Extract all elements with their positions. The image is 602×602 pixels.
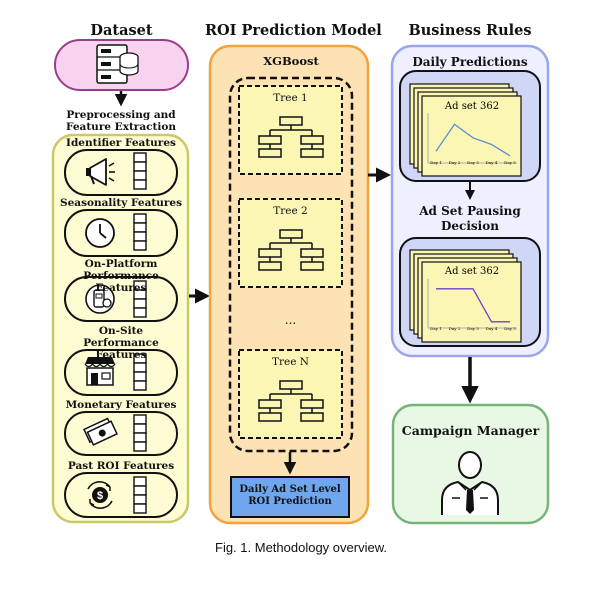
daily-predictions-label: Daily Predictions (412, 55, 528, 69)
prediction-chart-title: Ad set 362 (444, 101, 499, 112)
monetary-features-label: Monetary Features (65, 399, 177, 411)
tree-n-label: Tree N (272, 356, 309, 368)
day-tick-label: Day 1 (430, 160, 442, 165)
pausing-chart-title: Ad set 362 (444, 266, 499, 277)
banknotes-icon (82, 417, 118, 446)
day-tick-label: Day 3 (467, 160, 479, 165)
day-tick-label: Day 4 (486, 326, 498, 331)
dataset-header: Dataset (90, 22, 153, 39)
identifier-features-label: Identifier Features (66, 137, 176, 149)
business-header: Business Rules (408, 22, 532, 39)
feature-card-seasonality (64, 209, 178, 257)
feature-card-monetary (64, 411, 178, 456)
day-tick-label: Day 3 (467, 326, 479, 331)
roi-prediction-output-box (230, 476, 350, 518)
storefront-icon (84, 357, 116, 386)
tree-2-label: Tree 2 (273, 205, 308, 217)
day-tick-label: Day 2 (449, 160, 461, 165)
prediction-line-chart: Ad set 362 Day 1 Day 2 Day 3 Day 4 Day 5 (421, 95, 522, 177)
database-server-icon (96, 44, 139, 84)
day-tick-label: Day 2 (449, 326, 461, 331)
trees-ellipsis: ... (284, 313, 297, 327)
campaign-manager-label: Campaign Manager (401, 423, 540, 438)
xgboost-label: XGBoost (263, 54, 319, 68)
clock-icon (85, 218, 115, 248)
roi-prediction-output-label: Daily Ad Set Level ROI Prediction (239, 484, 341, 507)
feature-card-identifier (64, 149, 178, 196)
dollar-cycle-icon: $ (87, 481, 113, 509)
feature-vector-icon (133, 280, 147, 318)
pausing-series-line (436, 288, 510, 323)
feature-vector-icon (133, 414, 147, 452)
day-tick-label: Day 1 (430, 326, 442, 331)
day-tick-label: Day 5 (504, 160, 516, 165)
on-site-features-label: On-Site Performance Features (83, 325, 159, 361)
tree-1-label: Tree 1 (273, 92, 308, 104)
decision-tree-icon (258, 229, 324, 271)
model-header: ROI Prediction Model (205, 22, 382, 39)
decision-tree-icon (258, 116, 324, 158)
svg-text:$: $ (97, 490, 103, 502)
megaphone-icon (86, 158, 115, 186)
phone-icon (85, 284, 115, 314)
manager-person-icon (441, 451, 499, 515)
feature-vector-icon (133, 152, 147, 190)
decision-tree-icon (258, 380, 324, 422)
prediction-series-line (435, 123, 511, 157)
feature-card-past-roi (64, 472, 178, 518)
on-platform-features-label: On-Platform Performance Features (83, 258, 159, 294)
feature-vector-icon (133, 353, 147, 391)
pausing-decision-label: Ad Set Pausing Decision (419, 204, 521, 233)
figure-caption: Fig. 1. Methodology overview. (215, 540, 387, 555)
feature-vector-icon (133, 476, 147, 514)
past-roi-features-label: Past ROI Features (67, 460, 175, 472)
pausing-line-chart: Ad set 362 Day 1 Day 2 Day 3 Day 4 Day 5 (421, 261, 522, 343)
feature-vector-icon (133, 213, 147, 251)
day-tick-label: Day 4 (486, 160, 498, 165)
preprocess-label: Preprocessing and Feature Extraction (65, 109, 177, 133)
seasonality-features-label: Seasonality Features (60, 197, 182, 209)
day-tick-label: Day 5 (504, 326, 516, 331)
